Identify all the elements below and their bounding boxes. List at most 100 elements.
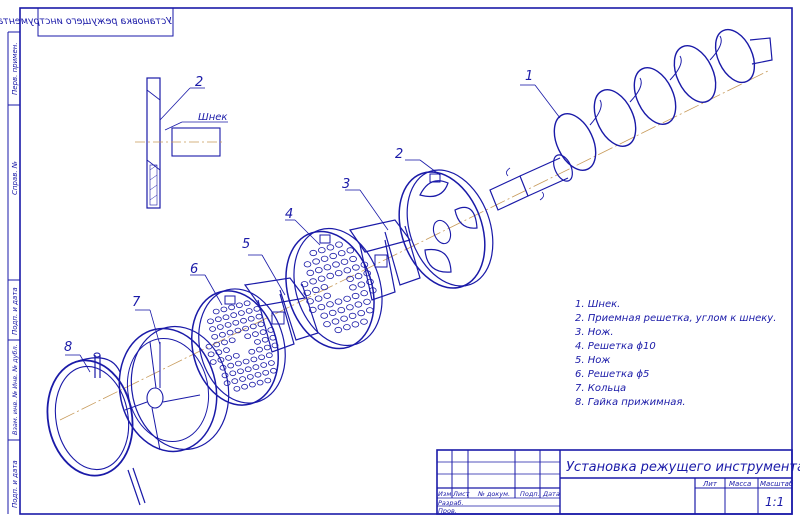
part-8-clamping-nut: 8 bbox=[46, 340, 146, 506]
grate-hole bbox=[256, 346, 263, 353]
grate-hole bbox=[227, 362, 235, 369]
grate-hole bbox=[260, 362, 268, 368]
grate-hole bbox=[303, 289, 312, 296]
grate-hole bbox=[270, 367, 277, 374]
legend-item: 7. Кольца bbox=[575, 383, 626, 394]
strip-vzam-inv: Взам. инв. № Инв. № дубл. bbox=[11, 344, 19, 435]
grate-hole bbox=[337, 306, 346, 314]
sheet-border bbox=[19, 7, 793, 515]
grate-hole bbox=[311, 286, 320, 294]
grate-hole bbox=[346, 304, 354, 311]
grate-hole bbox=[349, 255, 357, 263]
grate-hole bbox=[246, 374, 254, 380]
legend-item: 5. Нож bbox=[575, 355, 610, 366]
grate-hole bbox=[349, 284, 357, 291]
grate-hole bbox=[226, 329, 234, 336]
grate-hole bbox=[363, 270, 372, 277]
grate-hole bbox=[360, 290, 369, 297]
grate-hole bbox=[335, 241, 343, 248]
grate-hole bbox=[323, 292, 332, 299]
legend-item: 4. Решетка ϕ10 bbox=[575, 341, 656, 352]
grate-hole bbox=[247, 315, 255, 322]
legend-item: 2. Приемная решетка, углом к шнеку. bbox=[575, 313, 776, 324]
grate-hole bbox=[237, 310, 245, 316]
grate-hole bbox=[240, 317, 247, 324]
top-stamp: Установка режущего инструмента bbox=[0, 7, 174, 37]
grate-hole bbox=[220, 306, 228, 313]
legend-item: 6. Решетка ϕ5 bbox=[575, 369, 649, 380]
grate-hole bbox=[216, 324, 224, 330]
grate-hole bbox=[225, 355, 233, 361]
grate-hole bbox=[241, 383, 249, 390]
grate-hole bbox=[242, 325, 250, 332]
grate-hole bbox=[259, 329, 267, 335]
legend-item: 1. Шнек. bbox=[575, 299, 620, 310]
grate-hole bbox=[351, 321, 360, 328]
callout-6: 6 bbox=[190, 262, 198, 277]
grate-hole bbox=[222, 314, 230, 321]
grate-hole bbox=[317, 303, 326, 311]
callout-3: 3 bbox=[342, 177, 350, 192]
col-izm: Изм. bbox=[438, 490, 453, 498]
grate-hole bbox=[235, 302, 243, 309]
grate-hole bbox=[232, 352, 240, 359]
col-list: Лист bbox=[452, 490, 470, 498]
grate-hole bbox=[326, 244, 335, 251]
title-block: Установка режущего инструмента Изм. Лист… bbox=[436, 449, 800, 515]
grate-hole bbox=[346, 247, 355, 254]
grate-hole bbox=[237, 368, 244, 375]
grate-hole bbox=[221, 339, 228, 346]
parts-legend: 1. Шнек. 2. Приемная решетка, углом к шне… bbox=[575, 299, 776, 408]
legend-item: 3. Нож. bbox=[575, 327, 614, 338]
row-razrab: Разраб. bbox=[438, 499, 464, 507]
grate-hole bbox=[267, 327, 275, 333]
grate-hole bbox=[326, 272, 335, 279]
grate-hole bbox=[234, 360, 242, 367]
strip-perv-primen: Перв. примен. bbox=[11, 42, 19, 95]
callout-7: 7 bbox=[132, 295, 141, 310]
grate-hole bbox=[253, 306, 261, 312]
grate-hole bbox=[248, 381, 256, 388]
grate-hole bbox=[309, 249, 318, 257]
callout-2-side: 2 bbox=[195, 75, 203, 90]
left-strip: Перв. примен. Справ. № Подп. и дата Взам… bbox=[7, 31, 21, 514]
callout-4: 4 bbox=[285, 207, 293, 222]
grate-hole bbox=[314, 266, 323, 274]
grate-5-holes bbox=[205, 300, 279, 392]
grate-hole bbox=[323, 321, 331, 328]
col-podp: Подп. bbox=[520, 490, 540, 498]
grate-hole bbox=[317, 275, 326, 282]
grate-hole bbox=[243, 300, 251, 307]
grate-hole bbox=[312, 258, 320, 265]
grate-hole bbox=[209, 326, 217, 332]
masshtab-label: Масштаб bbox=[760, 480, 794, 488]
part-4-grate-10: 4 bbox=[285, 207, 383, 350]
grate-hole bbox=[328, 309, 337, 316]
strip-podp-data-2: Подп. и дата bbox=[11, 460, 19, 508]
grate-hole bbox=[252, 364, 260, 370]
grate-hole bbox=[229, 370, 237, 377]
part-1-auger: 1 bbox=[489, 28, 773, 211]
grate-hole bbox=[343, 295, 351, 302]
grate-hole bbox=[245, 308, 253, 314]
grate-hole bbox=[264, 377, 272, 384]
title-block-title: Установка режущего инструмента bbox=[566, 460, 800, 475]
grate-hole bbox=[326, 301, 334, 308]
top-stamp-text: Установка режущего инструмента bbox=[0, 16, 172, 27]
massa-label: Масса bbox=[729, 480, 751, 488]
callout-2: 2 bbox=[395, 147, 403, 162]
grate-hole bbox=[258, 354, 266, 361]
grate-hole bbox=[231, 378, 239, 384]
grate-hole bbox=[334, 298, 343, 305]
grate-hole bbox=[267, 360, 275, 366]
callout-1: 1 bbox=[525, 69, 533, 84]
grate-hole bbox=[255, 313, 263, 320]
legend-item: 8. Гайка прижимная. bbox=[575, 397, 686, 408]
grate-hole bbox=[256, 379, 264, 386]
part-6-grate-5: 6 bbox=[190, 262, 286, 406]
grate-hole bbox=[223, 347, 230, 353]
grate-hole bbox=[320, 312, 329, 319]
grate-hole bbox=[343, 267, 352, 274]
grate-hole bbox=[354, 301, 363, 308]
